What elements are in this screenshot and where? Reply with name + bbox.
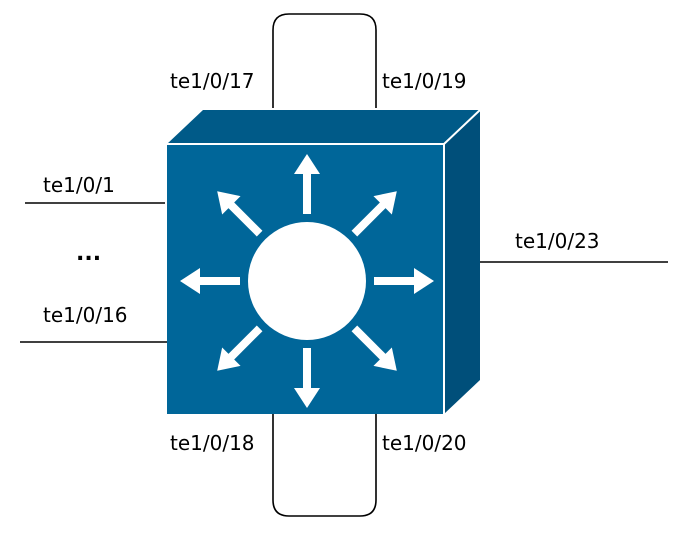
route-arrow	[351, 325, 397, 371]
layer3-switch-icon[interactable]	[167, 109, 481, 414]
switch-top-face	[167, 110, 480, 144]
switch-hub-circle	[248, 222, 366, 340]
port-label-te1-0-23: te1/0/23	[515, 229, 600, 253]
port-ellipsis: ...	[76, 241, 101, 266]
top-loop-cable	[272, 13, 377, 108]
routing-arrows	[180, 154, 434, 408]
bottom-loop-cable	[272, 414, 377, 517]
port-label-te1-0-17: te1/0/17	[170, 69, 255, 93]
port-label-te1-0-16: te1/0/16	[43, 303, 128, 327]
route-arrow	[351, 191, 397, 237]
port-label-te1-0-18: te1/0/18	[170, 431, 255, 455]
switch-edge-line	[443, 109, 481, 145]
port-label-te1-0-1: te1/0/1	[43, 173, 115, 197]
switch-side-face	[444, 110, 480, 414]
port-label-te1-0-19: te1/0/19	[382, 69, 467, 93]
route-arrow	[294, 348, 320, 408]
route-arrow	[294, 154, 320, 214]
route-arrow	[217, 191, 263, 237]
route-arrow	[374, 268, 434, 294]
route-arrow	[180, 268, 240, 294]
route-arrow	[217, 325, 263, 371]
port-label-te1-0-20: te1/0/20	[382, 431, 467, 455]
